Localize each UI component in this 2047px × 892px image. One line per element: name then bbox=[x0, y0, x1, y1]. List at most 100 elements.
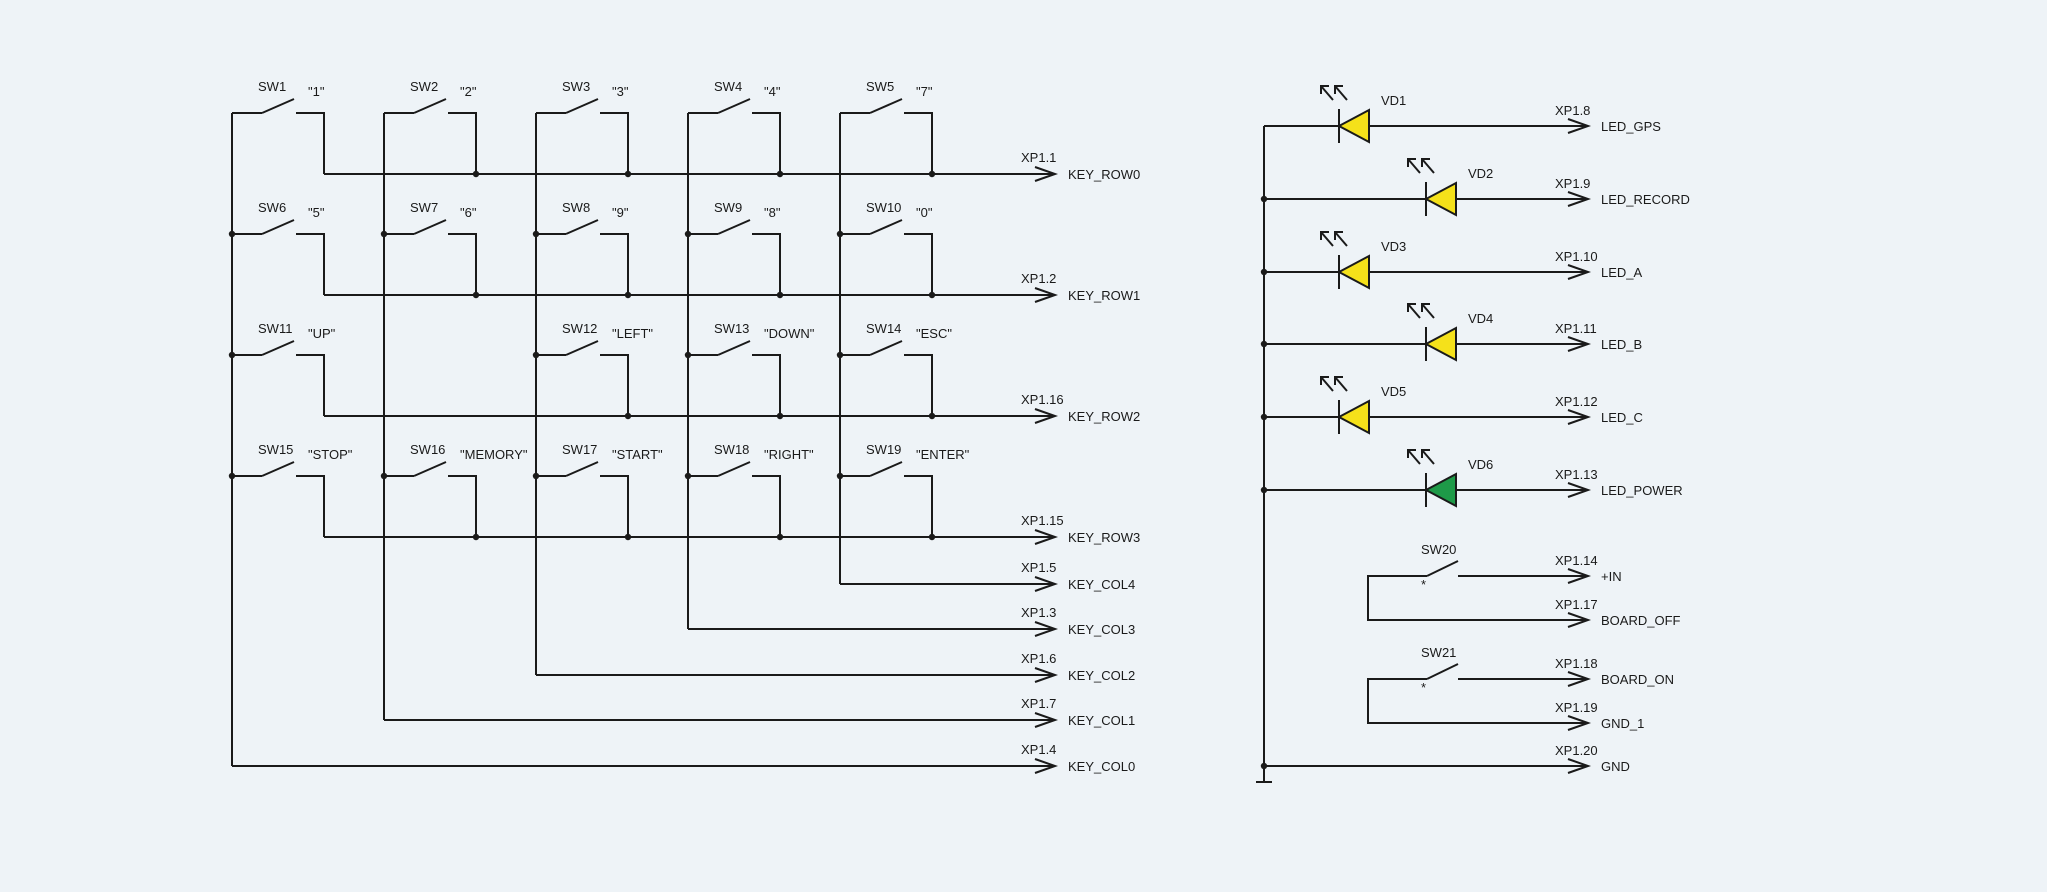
switch-terminal bbox=[600, 475, 629, 537]
junction-dot bbox=[228, 472, 236, 480]
switch-sw5: SW5"7" bbox=[840, 79, 936, 178]
junction-dot bbox=[624, 291, 632, 299]
switch-contact-icon bbox=[1426, 663, 1459, 680]
pin-label: XP1.9 bbox=[1555, 176, 1590, 191]
switch-contact-icon bbox=[565, 219, 599, 235]
switch-contact-icon bbox=[717, 219, 751, 235]
connector-arrow-icon bbox=[1034, 166, 1059, 182]
keypad-matrix: XP1.4KEY_COL0XP1.7KEY_COL1XP1.6KEY_COL2X… bbox=[228, 79, 1140, 774]
emission-ray bbox=[1334, 376, 1348, 392]
switch-terminal bbox=[296, 354, 325, 416]
switch-wire bbox=[1367, 575, 1588, 621]
net-label: GND_1 bbox=[1601, 716, 1644, 731]
junction-dot bbox=[1260, 340, 1268, 348]
led-yellow-icon bbox=[1336, 254, 1370, 290]
junction-dot bbox=[228, 351, 236, 359]
net-label: KEY_ROW1 bbox=[1068, 288, 1140, 303]
switch-ref-label: SW3 bbox=[562, 79, 590, 94]
junction-dot bbox=[228, 230, 236, 238]
light-emission-icon bbox=[1320, 231, 1348, 247]
junction-dot bbox=[624, 533, 632, 541]
switch-sw14: SW14"ESC" bbox=[836, 321, 952, 420]
switch-sw11: SW11"UP" bbox=[228, 321, 336, 416]
junction-dot bbox=[532, 472, 540, 480]
switch-sw9: SW9 "8" bbox=[684, 200, 784, 299]
switch-terminal bbox=[752, 112, 781, 174]
switch-terminal bbox=[904, 112, 933, 174]
junction-dot bbox=[532, 351, 540, 359]
net-label: KEY_ROW2 bbox=[1068, 409, 1140, 424]
switch-ref-label: SW7 bbox=[410, 200, 438, 215]
connector-arrow-icon bbox=[1034, 712, 1059, 728]
switch-ref-label: SW8 bbox=[562, 200, 590, 215]
switch-key-label: "RIGHT" bbox=[764, 447, 814, 462]
switch-ref-label: SW6 bbox=[258, 200, 286, 215]
switch-terminal bbox=[448, 112, 477, 174]
led-ref-label: VD5 bbox=[1381, 384, 1406, 399]
connector-arrow-icon bbox=[1567, 191, 1592, 207]
switch-ref-label: SW9 bbox=[714, 200, 742, 215]
switch-ref-label: SW4 bbox=[714, 79, 742, 94]
switch-sw1: SW1"1" bbox=[232, 79, 325, 174]
junction-dot bbox=[1260, 413, 1268, 421]
switch-key-label: "DOWN" bbox=[764, 326, 815, 341]
switch-sw16: SW16"MEMORY" bbox=[380, 442, 528, 541]
connector-arrow-icon bbox=[1567, 671, 1592, 687]
emission-arrowhead bbox=[1320, 231, 1329, 240]
switch-contact-icon bbox=[413, 219, 447, 235]
net-label: LED_GPS bbox=[1601, 119, 1661, 134]
pin-label: XP1.8 bbox=[1555, 103, 1590, 118]
connector-arrow-icon bbox=[1567, 118, 1592, 134]
light-emission-icon bbox=[1320, 85, 1348, 101]
switch-sw12: SW12"LEFT" bbox=[532, 321, 653, 420]
net-label: LED_A bbox=[1601, 265, 1643, 280]
emission-arrowhead bbox=[1421, 158, 1430, 167]
switch-ref-label: SW1 bbox=[258, 79, 286, 94]
switch-contact-icon bbox=[717, 461, 751, 477]
switch-terminal bbox=[600, 112, 629, 174]
net-label: BOARD_OFF bbox=[1601, 613, 1681, 628]
emission-arrowhead bbox=[1407, 303, 1416, 312]
net-label: LED_RECORD bbox=[1601, 192, 1690, 207]
switch-ref-label: SW11 bbox=[258, 321, 292, 336]
pin-label: XP1.19 bbox=[1555, 700, 1598, 715]
led-ref-label: VD6 bbox=[1468, 457, 1493, 472]
net-label: LED_B bbox=[1601, 337, 1642, 352]
junction-dot bbox=[928, 170, 936, 178]
pin-label: XP1.16 bbox=[1021, 392, 1064, 407]
switch-key-label: "8" bbox=[764, 205, 781, 220]
switch-terminal bbox=[600, 354, 629, 416]
switch-sw4: SW4"4" bbox=[688, 79, 784, 178]
switch-terminal bbox=[752, 354, 781, 416]
junction-dot bbox=[776, 412, 784, 420]
switch-key-label: "ENTER" bbox=[916, 447, 970, 462]
switch-ref-label: SW15 bbox=[258, 442, 293, 457]
switch-terminal bbox=[296, 475, 325, 537]
light-emission-icon bbox=[1320, 376, 1348, 392]
switch-ref-label: SW17 bbox=[562, 442, 597, 457]
connector-arrow-icon bbox=[1034, 287, 1059, 303]
emission-ray bbox=[1320, 376, 1334, 392]
switch-terminal bbox=[448, 233, 477, 295]
switch-ref-label: SW2 bbox=[410, 79, 438, 94]
switch-ref-label: SW20 bbox=[1421, 542, 1456, 557]
junction-dot bbox=[836, 351, 844, 359]
emission-arrowhead bbox=[1320, 376, 1329, 385]
pin-label: XP1.12 bbox=[1555, 394, 1598, 409]
junction-dot bbox=[684, 351, 692, 359]
led-green-icon bbox=[1423, 472, 1457, 508]
net-label: KEY_COL4 bbox=[1068, 577, 1135, 592]
connector-arrow-icon bbox=[1034, 576, 1059, 592]
net-label: GND bbox=[1601, 759, 1630, 774]
switch-contact-icon bbox=[869, 340, 903, 356]
switch-contact-icon bbox=[565, 340, 599, 356]
switch-key-label: "2" bbox=[460, 84, 477, 99]
switch-ref-label: SW16 bbox=[410, 442, 445, 457]
pin-label: XP1.15 bbox=[1021, 513, 1064, 528]
